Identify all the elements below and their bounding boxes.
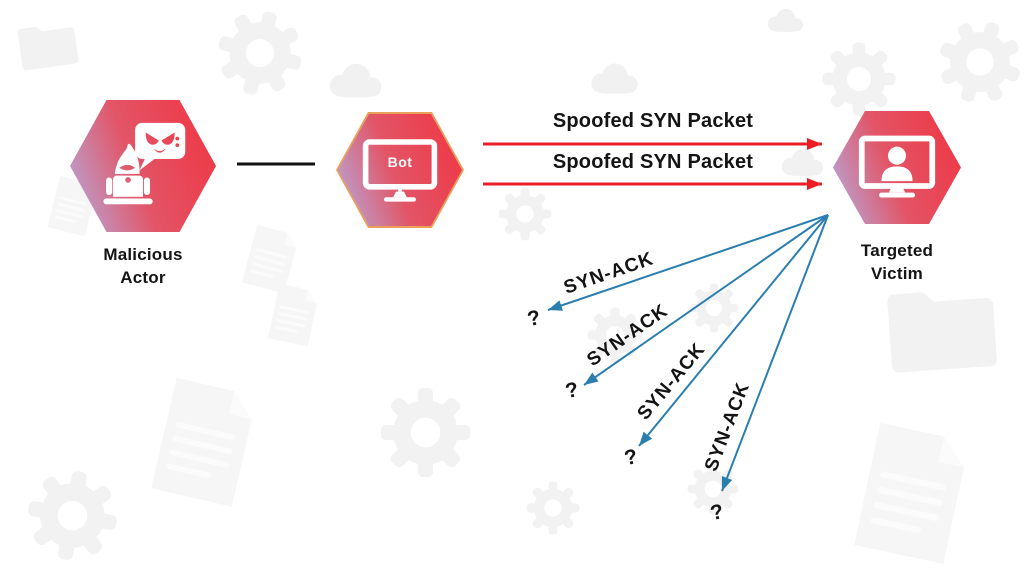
syn-packet-label-2: Spoofed SYN Packet [552, 151, 754, 173]
hacker-icon [103, 122, 186, 205]
monitor-person-icon [858, 135, 936, 198]
monitor-bot-icon [362, 139, 438, 202]
malicious-actor-label: Malicious Actor [103, 245, 183, 287]
syn-packet-label-1: Spoofed SYN Packet [552, 110, 754, 132]
node-bot: Bot [336, 112, 464, 228]
bot-screen-label: Bot [387, 154, 413, 170]
targeted-victim-label: Targeted Victim [860, 241, 934, 283]
syn-ack-arrow-2 [583, 214, 829, 386]
syn-ack-arrow-1 [547, 214, 829, 311]
syn-ack-arrow-4 [721, 214, 829, 492]
syn-ack-arrow-3 [638, 214, 829, 447]
